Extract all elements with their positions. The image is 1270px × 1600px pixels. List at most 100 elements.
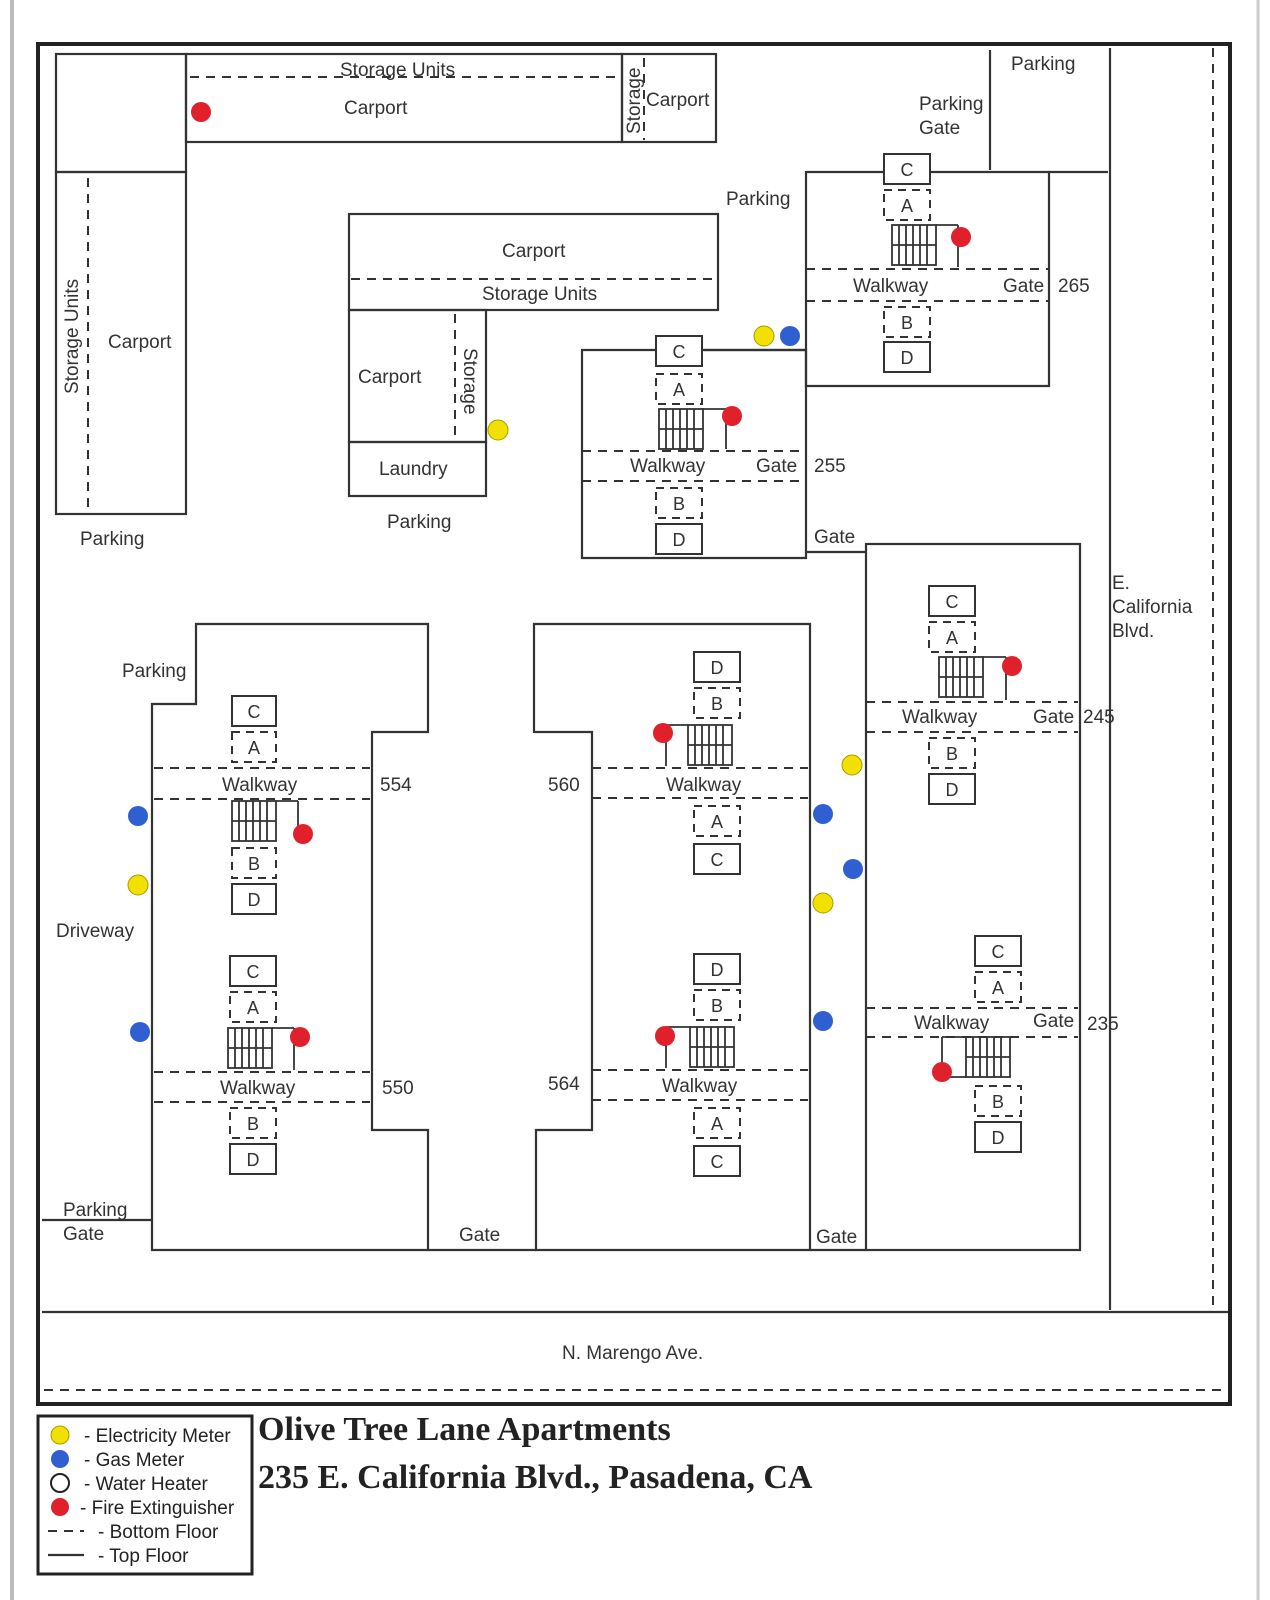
building-number-560: 560 — [548, 775, 580, 796]
svg-text:C: C — [992, 942, 1005, 962]
street-label-california-line2: California — [1112, 597, 1193, 618]
parking-label-lower-left: Parking — [122, 661, 186, 682]
legend-label-water-heater: - Water Heater — [84, 1474, 209, 1495]
svg-text:A: A — [673, 380, 685, 400]
svg-text:A: A — [248, 738, 260, 758]
walkway-label: Walkway — [914, 1013, 990, 1034]
building-number-235: 235 — [1087, 1014, 1119, 1035]
gate-label: Gate — [1003, 276, 1044, 297]
svg-text:C: C — [901, 160, 914, 180]
parking-gate-label-bottom-line2: Gate — [63, 1224, 104, 1245]
fire-extinguisher-icon — [932, 1062, 952, 1082]
svg-text:D: D — [248, 890, 261, 910]
svg-text:A: A — [946, 628, 958, 648]
storage-label-top: Storage — [624, 67, 645, 134]
svg-text:D: D — [901, 348, 914, 368]
building-560-564: D B A C Walkway 560 D B A C Walkway 564 — [532, 622, 812, 1252]
walkway-label: Walkway — [220, 1078, 296, 1099]
building-number-564: 564 — [548, 1074, 580, 1095]
gate-label: Gate — [756, 456, 797, 477]
laundry-label: Laundry — [379, 459, 448, 480]
svg-text:D: D — [992, 1128, 1005, 1148]
carport-label-top: Carport — [344, 98, 408, 119]
carport-label-left: Carport — [108, 332, 172, 353]
storage-units-label-left: Storage Units — [62, 279, 83, 394]
gas-meter-icon — [130, 1022, 150, 1042]
carport-complex-top-left: Storage Units Carport Carport Storage St… — [54, 52, 718, 516]
carport-label-middle-left: Carport — [358, 367, 422, 388]
gas-meter-icon — [780, 326, 800, 346]
street-label-california-line3: Blvd. — [1112, 621, 1154, 642]
svg-text:B: B — [901, 313, 913, 333]
gas-meter-icon — [51, 1450, 69, 1468]
storage-units-label-top: Storage Units — [340, 60, 455, 81]
legend-label-electricity: - Electricity Meter — [84, 1426, 231, 1447]
storage-units-label-middle: Storage Units — [482, 284, 597, 305]
svg-text:A: A — [247, 998, 259, 1018]
svg-text:A: A — [711, 812, 723, 832]
svg-text:A: A — [901, 196, 913, 216]
building-number-554: 554 — [380, 775, 412, 796]
gas-meter-icon — [813, 1011, 833, 1031]
storage-label-middle: Storage — [459, 348, 480, 415]
svg-text:C: C — [248, 702, 261, 722]
street-label-marengo: N. Marengo Ave. — [562, 1343, 703, 1364]
building-number-245: 245 — [1083, 707, 1115, 728]
svg-text:D: D — [247, 1150, 260, 1170]
fire-extinguisher-icon — [653, 723, 673, 743]
parking-label-middle: Parking — [387, 512, 451, 533]
water-heater-icon — [50, 1473, 70, 1493]
building-number-255: 255 — [814, 456, 846, 477]
legend-label-top-floor: - Top Floor — [98, 1546, 189, 1567]
svg-text:D: D — [711, 960, 724, 980]
parking-label-left: Parking — [80, 529, 144, 550]
building-265: C A B D Walkway Gate 265 — [804, 50, 1108, 388]
svg-text:D: D — [673, 530, 686, 550]
fire-extinguisher-icon — [655, 1026, 675, 1046]
electricity-meter-icon — [50, 1425, 70, 1445]
svg-text:C: C — [946, 592, 959, 612]
gate-label-bottom-middle: Gate — [459, 1225, 500, 1246]
electricity-meter-icon — [487, 419, 509, 441]
building-number-265: 265 — [1058, 276, 1090, 297]
gate-label: Gate — [1033, 1011, 1074, 1032]
svg-text:A: A — [992, 978, 1004, 998]
legend-label-fire-extinguisher: - Fire Extinguisher — [80, 1498, 235, 1519]
walkway-label: Walkway — [630, 456, 706, 477]
gas-meter-icon — [843, 859, 863, 879]
legend-label-gas: - Gas Meter — [84, 1450, 185, 1471]
fire-extinguisher-icon — [722, 406, 742, 426]
svg-text:B: B — [711, 996, 723, 1016]
gas-meter-icon — [128, 806, 148, 826]
driveway-label: Driveway — [56, 921, 135, 942]
fire-extinguisher-icon — [951, 227, 971, 247]
property-border — [36, 42, 1232, 1406]
parking-gate-label-line1: Parking — [919, 94, 983, 115]
svg-text:B: B — [711, 694, 723, 714]
svg-text:D: D — [711, 658, 724, 678]
legend-label-bottom-floor: - Bottom Floor — [98, 1522, 219, 1543]
gate-label: Gate — [1033, 707, 1074, 728]
parking-gate-label-bottom-line1: Parking — [63, 1200, 127, 1221]
svg-text:B: B — [248, 854, 260, 874]
svg-text:C: C — [673, 342, 686, 362]
building-554-550: C A B D Walkway 554 C A B D Walkway 550 — [150, 622, 430, 1252]
svg-text:B: B — [992, 1092, 1004, 1112]
building-255: C A B D Walkway Gate 255 Gate — [580, 335, 866, 560]
parking-label-upper-middle: Parking — [726, 189, 790, 210]
fire-extinguisher-icon — [290, 1027, 310, 1047]
electricity-meter-icon — [841, 754, 863, 776]
electricity-meter-icon — [127, 874, 149, 896]
walkway-label: Walkway — [666, 775, 742, 796]
fire-extinguisher-icon — [1002, 656, 1022, 676]
building-245-235: C A B D Walkway Gate 245 C A B D Walkway… — [864, 542, 1119, 1252]
map-address: 235 E. California Blvd., Pasadena, CA — [258, 1459, 813, 1496]
map-legend: - Electricity Meter - Gas Meter - Water … — [36, 1414, 254, 1576]
svg-text:B: B — [247, 1114, 259, 1134]
svg-text:B: B — [673, 494, 685, 514]
svg-text:C: C — [711, 850, 724, 870]
carport-laundry-building: Carport Storage Units Carport Storage La… — [347, 212, 720, 498]
svg-text:C: C — [247, 962, 260, 982]
gate-label-255-south: Gate — [814, 527, 855, 548]
